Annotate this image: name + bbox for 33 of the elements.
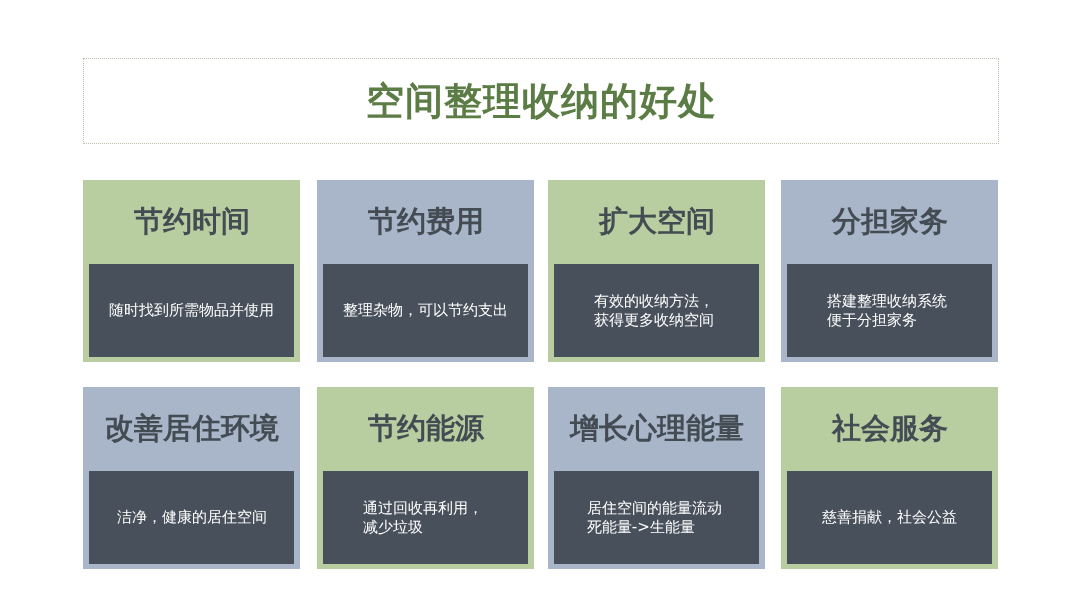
description-panel <box>554 471 759 564</box>
description-text: 慈善捐献，社会公益 <box>822 508 957 527</box>
description-text: 洁净，健康的居住空间 <box>116 508 267 527</box>
card-heading: 增长心理能量 <box>569 410 744 447</box>
card-heading: 改善居住环境 <box>104 410 279 447</box>
card-heading: 节约费用 <box>367 203 484 240</box>
card-heading: 节约能源 <box>367 410 484 447</box>
description-text: 搭建整理收纳系统便于分担家务 <box>827 291 949 330</box>
description-text: 随时找到所需物品并使用 <box>109 301 274 320</box>
benefit-card <box>781 180 998 362</box>
title-text: 空间整理收纳的好处 <box>365 77 717 125</box>
description-panel <box>323 264 528 357</box>
description-text: 居住空间的能量流动死能量->生能量 <box>586 498 723 537</box>
benefit-card <box>548 387 765 569</box>
description-panel <box>554 264 759 357</box>
description-panel <box>787 264 992 357</box>
card-heading: 节约时间 <box>133 203 250 240</box>
description-panel <box>787 471 992 564</box>
card-heading: 社会服务 <box>831 410 948 447</box>
benefit-card <box>781 387 998 569</box>
description-panel <box>323 471 528 564</box>
benefit-card <box>317 387 534 569</box>
card-heading: 分担家务 <box>831 203 948 240</box>
benefit-card <box>548 180 765 362</box>
benefit-card <box>83 180 300 362</box>
card-heading: 扩大空间 <box>598 203 715 240</box>
description-text: 整理杂物，可以节约支出 <box>343 301 508 320</box>
description-text: 有效的收纳方法，获得更多收纳空间 <box>594 291 716 330</box>
description-panel <box>89 471 294 564</box>
benefit-card <box>83 387 300 569</box>
description-text: 通过回收再利用，减少垃圾 <box>363 498 485 537</box>
benefit-card <box>317 180 534 362</box>
description-panel <box>89 264 294 357</box>
